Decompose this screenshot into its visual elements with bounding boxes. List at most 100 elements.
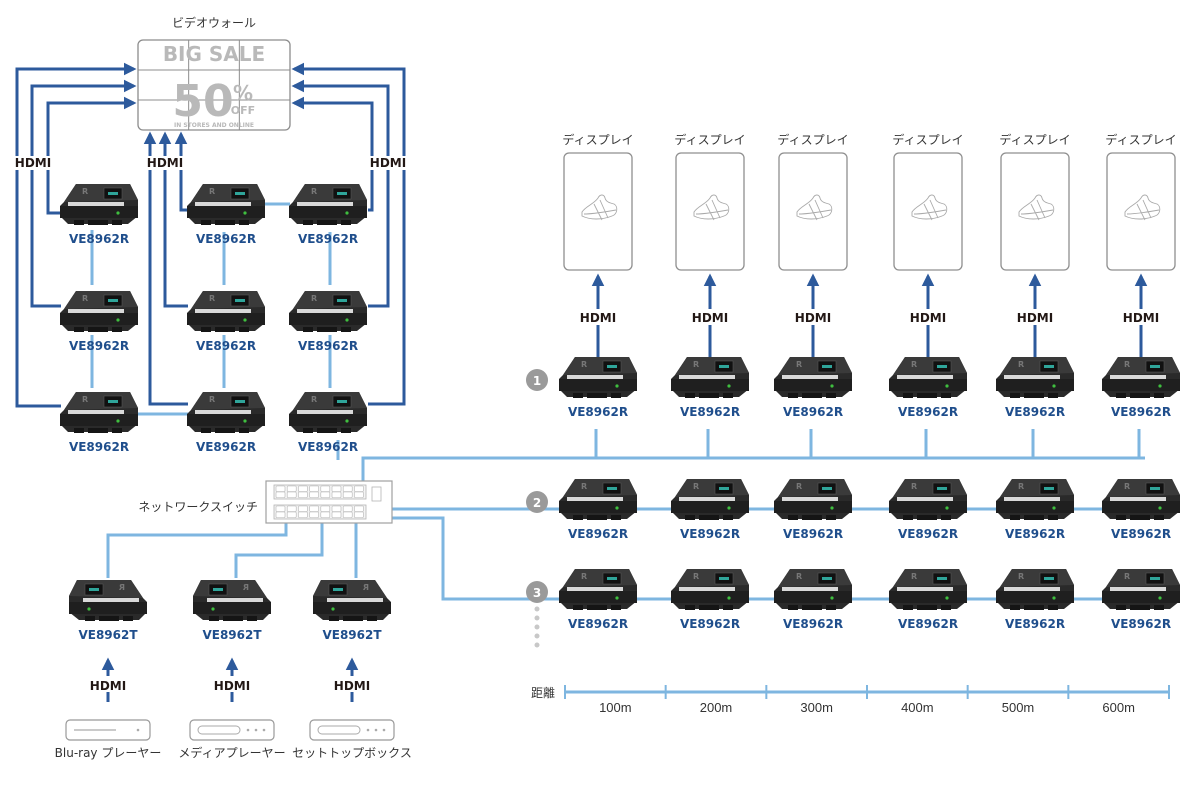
chain-2-receiver-1	[558, 478, 638, 521]
sneaker-detail	[1126, 199, 1160, 221]
model-label: VE8962R	[680, 617, 740, 631]
extender-device-icon	[558, 568, 638, 611]
wall-receiver-r1c1	[59, 183, 139, 226]
model-label: VE8962R	[1005, 527, 1065, 541]
switch-port	[342, 485, 353, 492]
switch-port	[309, 491, 319, 498]
sneaker-detail	[583, 199, 617, 221]
hdmi-label: HDMI	[580, 311, 616, 325]
sneaker-outline	[796, 194, 833, 220]
sneaker-detail	[695, 199, 729, 221]
switch-port	[342, 511, 353, 518]
model-label: VE8962R	[1005, 405, 1065, 419]
chain-3-receiver-6	[1101, 568, 1181, 611]
label-backing	[330, 676, 374, 692]
switch-port	[320, 485, 331, 492]
extender-device-icon	[312, 579, 392, 622]
model-label: VE8962R	[568, 527, 628, 541]
ellipsis-vertical-icon	[534, 615, 540, 621]
ellipsis-vertical-icon	[534, 624, 540, 630]
hdmi-label: HDMI	[147, 156, 183, 170]
display-label: ディスプレイ	[892, 132, 963, 147]
extender-device-icon	[1101, 568, 1181, 611]
extender-device-icon	[59, 290, 139, 333]
switch-port	[320, 505, 331, 512]
distance-tick-label: 300m	[800, 700, 833, 715]
hdmi-label: HDMI	[1017, 311, 1053, 325]
chain-number: 3	[533, 586, 541, 600]
source-label: セットトップボックス	[292, 746, 412, 760]
source-label: Blu-ray プレーヤー	[55, 746, 162, 760]
extender-device-icon	[773, 568, 853, 611]
switch-port	[354, 505, 364, 512]
hdmi-cable	[291, 79, 390, 308]
label-backing	[13, 156, 53, 170]
label-backing	[210, 676, 254, 692]
wall-receiver-r2c2	[186, 290, 266, 333]
switch-port	[309, 511, 319, 518]
sneaker-outline	[1018, 194, 1055, 220]
wall-off: OFF	[231, 104, 255, 117]
model-label: VE8962R	[298, 339, 358, 353]
sneaker-icon	[1018, 194, 1055, 221]
sneaker-detail	[1020, 199, 1054, 221]
chain-1-receiver-3	[773, 356, 853, 399]
switch-port	[331, 511, 342, 518]
chain-number-badge	[526, 581, 548, 603]
sneaker-icon	[1124, 194, 1161, 221]
model-label: VE8962R	[69, 339, 129, 353]
label-backing	[145, 156, 185, 170]
source-label: メディアプレーヤー	[178, 745, 285, 760]
video-wall-title: ビデオウォール	[172, 15, 256, 30]
switch-port	[309, 505, 319, 512]
hdmi-label: HDMI	[692, 311, 728, 325]
transmitter-3	[312, 579, 392, 622]
switch-port	[354, 511, 364, 518]
wall-receiver-r2c3	[288, 290, 368, 333]
model-label: VE8962R	[1111, 617, 1171, 631]
hdmi-label: HDMI	[334, 679, 370, 693]
network-switch-label: ネットワークスイッチ	[138, 500, 258, 514]
ellipsis-vertical-icon	[534, 633, 540, 639]
chain-number-badge	[526, 369, 548, 391]
wall-receiver-r1c3	[288, 183, 368, 226]
switch-port	[342, 491, 353, 498]
indicator-dot	[382, 728, 386, 732]
label-backing	[906, 309, 950, 325]
switch-port	[286, 511, 297, 518]
distance-tick-label: 500m	[1002, 700, 1035, 715]
sneaker-icon	[911, 194, 948, 221]
distance-tick-label: 600m	[1102, 700, 1135, 715]
extender-device-icon	[558, 356, 638, 399]
model-label: VE8962R	[898, 617, 958, 631]
transmitter-2	[192, 579, 272, 622]
switch-port	[342, 505, 353, 512]
switch-port	[275, 485, 286, 492]
hdmi-cable	[291, 62, 406, 406]
model-label: VE8962R	[680, 527, 740, 541]
switch-port	[331, 491, 342, 498]
model-label: VE8962R	[568, 405, 628, 419]
lan-cable	[106, 523, 288, 578]
switch-port	[331, 505, 342, 512]
switch-port	[298, 485, 308, 492]
switch-port	[275, 511, 286, 518]
hdmi-label: HDMI	[910, 311, 946, 325]
chain-3-receiver-2	[670, 568, 750, 611]
hdmi-cable	[143, 131, 188, 406]
indicator-dot	[262, 728, 266, 732]
model-label: VE8962R	[196, 339, 256, 353]
lan-cables	[90, 202, 1170, 699]
hdmi-cable	[15, 62, 137, 408]
extender-device-icon	[59, 183, 139, 226]
sneaker-outline	[1124, 194, 1161, 220]
switch-port	[298, 511, 308, 518]
model-label: VE8962R	[1111, 405, 1171, 419]
extender-device-icon	[995, 568, 1075, 611]
model-label: VE8962T	[78, 628, 138, 642]
chain-3-receiver-4	[888, 568, 968, 611]
hdmi-label: HDMI	[90, 679, 126, 693]
sneaker-detail	[798, 199, 832, 221]
extender-device-icon	[1101, 478, 1181, 521]
indicator-dot	[374, 728, 378, 732]
